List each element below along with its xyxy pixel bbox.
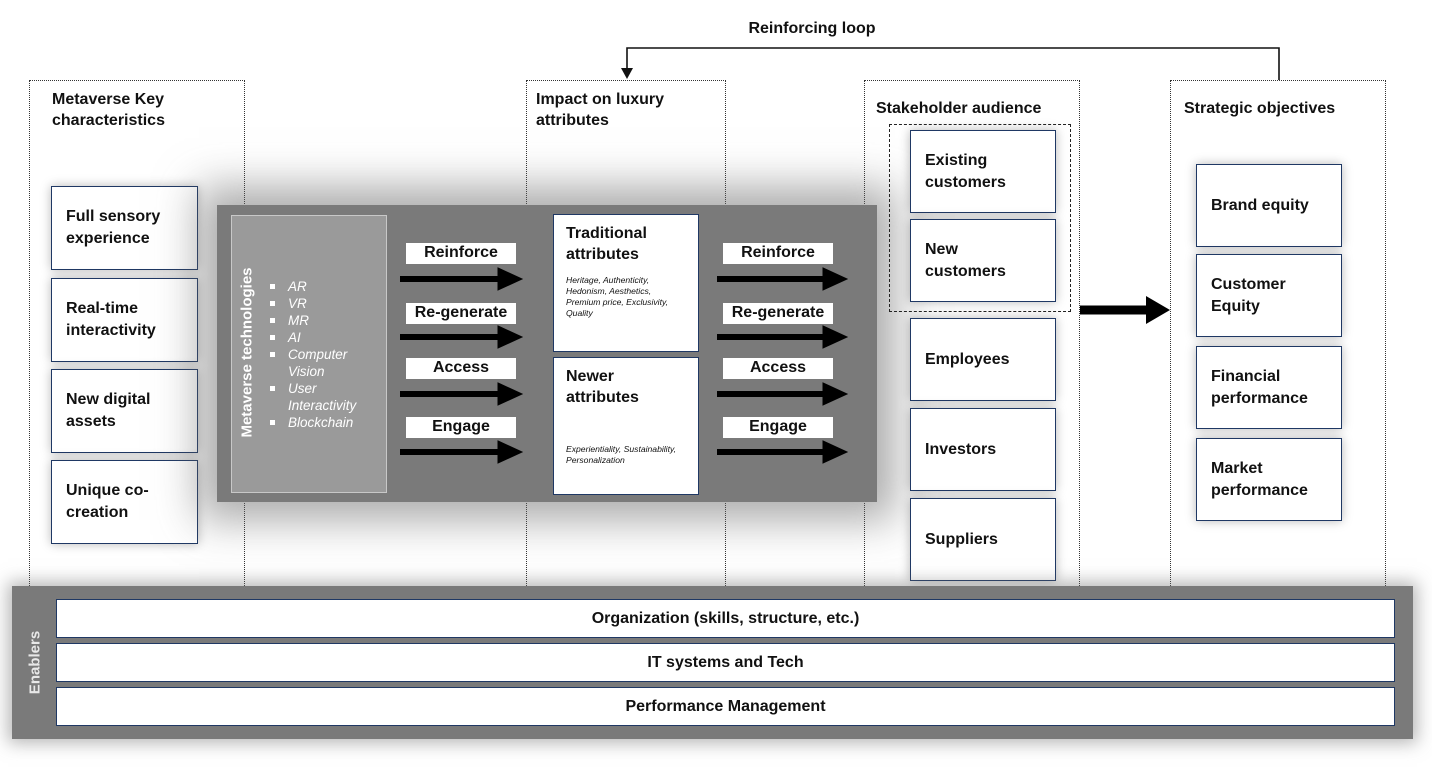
reinforcing-loop-label: Reinforcing loop: [748, 20, 876, 37]
action-regenerate-right: Re-generate: [723, 303, 833, 324]
enabler-it-systems: IT systems and Tech: [56, 643, 1395, 682]
action-regenerate-left: Re-generate: [406, 303, 516, 324]
stakeholder-new-customers: New customers: [910, 219, 1056, 302]
technology-item: MR: [268, 312, 386, 329]
stakeholder-investors: Investors: [910, 408, 1056, 491]
action-reinforce-right: Reinforce: [723, 243, 833, 264]
traditional-attributes-detail: Heritage, Authenticity, Hedonism, Aesthe…: [566, 275, 669, 318]
stakeholder-employees: Employees: [910, 318, 1056, 401]
stakeholder-existing-customers: Existing customers: [910, 130, 1056, 213]
technology-item: Computer Vision: [268, 346, 386, 380]
action-engage-right: Engage: [723, 417, 833, 438]
objective-financial-performance: Financial performance: [1196, 346, 1342, 429]
objective-brand-equity: Brand equity: [1196, 164, 1342, 247]
newer-attributes-box: Newer attributes Experientiality, Sustai…: [553, 357, 699, 495]
objective-customer-equity: Customer Equity: [1196, 254, 1342, 337]
technology-item: User Interactivity: [268, 380, 386, 414]
impact-title: Impact on luxury attributes: [536, 91, 665, 129]
enabler-performance-management: Performance Management: [56, 687, 1395, 726]
objective-market-performance: Market performance: [1196, 438, 1342, 521]
enabler-organization: Organization (skills, structure, etc.): [56, 599, 1395, 638]
newer-attributes-detail: Experientiality, Sustainability, Persona…: [566, 444, 677, 465]
technology-item: AR: [268, 278, 386, 295]
action-engage-left: Engage: [406, 417, 516, 438]
newer-attributes-title: Newer attributes: [566, 368, 639, 406]
technology-item: Blockchain: [268, 414, 386, 431]
characteristic-new-digital-assets: New digital assets: [51, 369, 198, 453]
technology-item: AI: [268, 329, 386, 346]
characteristic-full-sensory-experience: Full sensory experience: [51, 186, 198, 270]
traditional-attributes-title: Traditional attributes: [566, 225, 647, 263]
stakeholder-suppliers: Suppliers: [910, 498, 1056, 581]
characteristics-title: Metaverse Key characteristics: [52, 91, 165, 129]
objectives-title: Strategic objectives: [1184, 100, 1336, 117]
action-access-right: Access: [723, 358, 833, 379]
enablers-label: Enablers: [26, 630, 44, 695]
action-reinforce-left: Reinforce: [406, 243, 516, 264]
characteristic-real-time-interactivity: Real-time interactivity: [51, 278, 198, 362]
metaverse-technologies-box: Metaverse technologies AR VR MR AI Compu…: [231, 215, 387, 493]
customers-group-dashed: [889, 124, 1071, 312]
technology-item: VR: [268, 295, 386, 312]
action-access-left: Access: [406, 358, 516, 379]
characteristic-unique-co-creation: Unique co-creation: [51, 460, 198, 544]
traditional-attributes-box: Traditional attributes Heritage, Authent…: [553, 214, 699, 352]
stakeholders-title: Stakeholder audience: [876, 100, 1042, 117]
technologies-list: AR VR MR AI Computer Vision User Interac…: [268, 278, 386, 431]
